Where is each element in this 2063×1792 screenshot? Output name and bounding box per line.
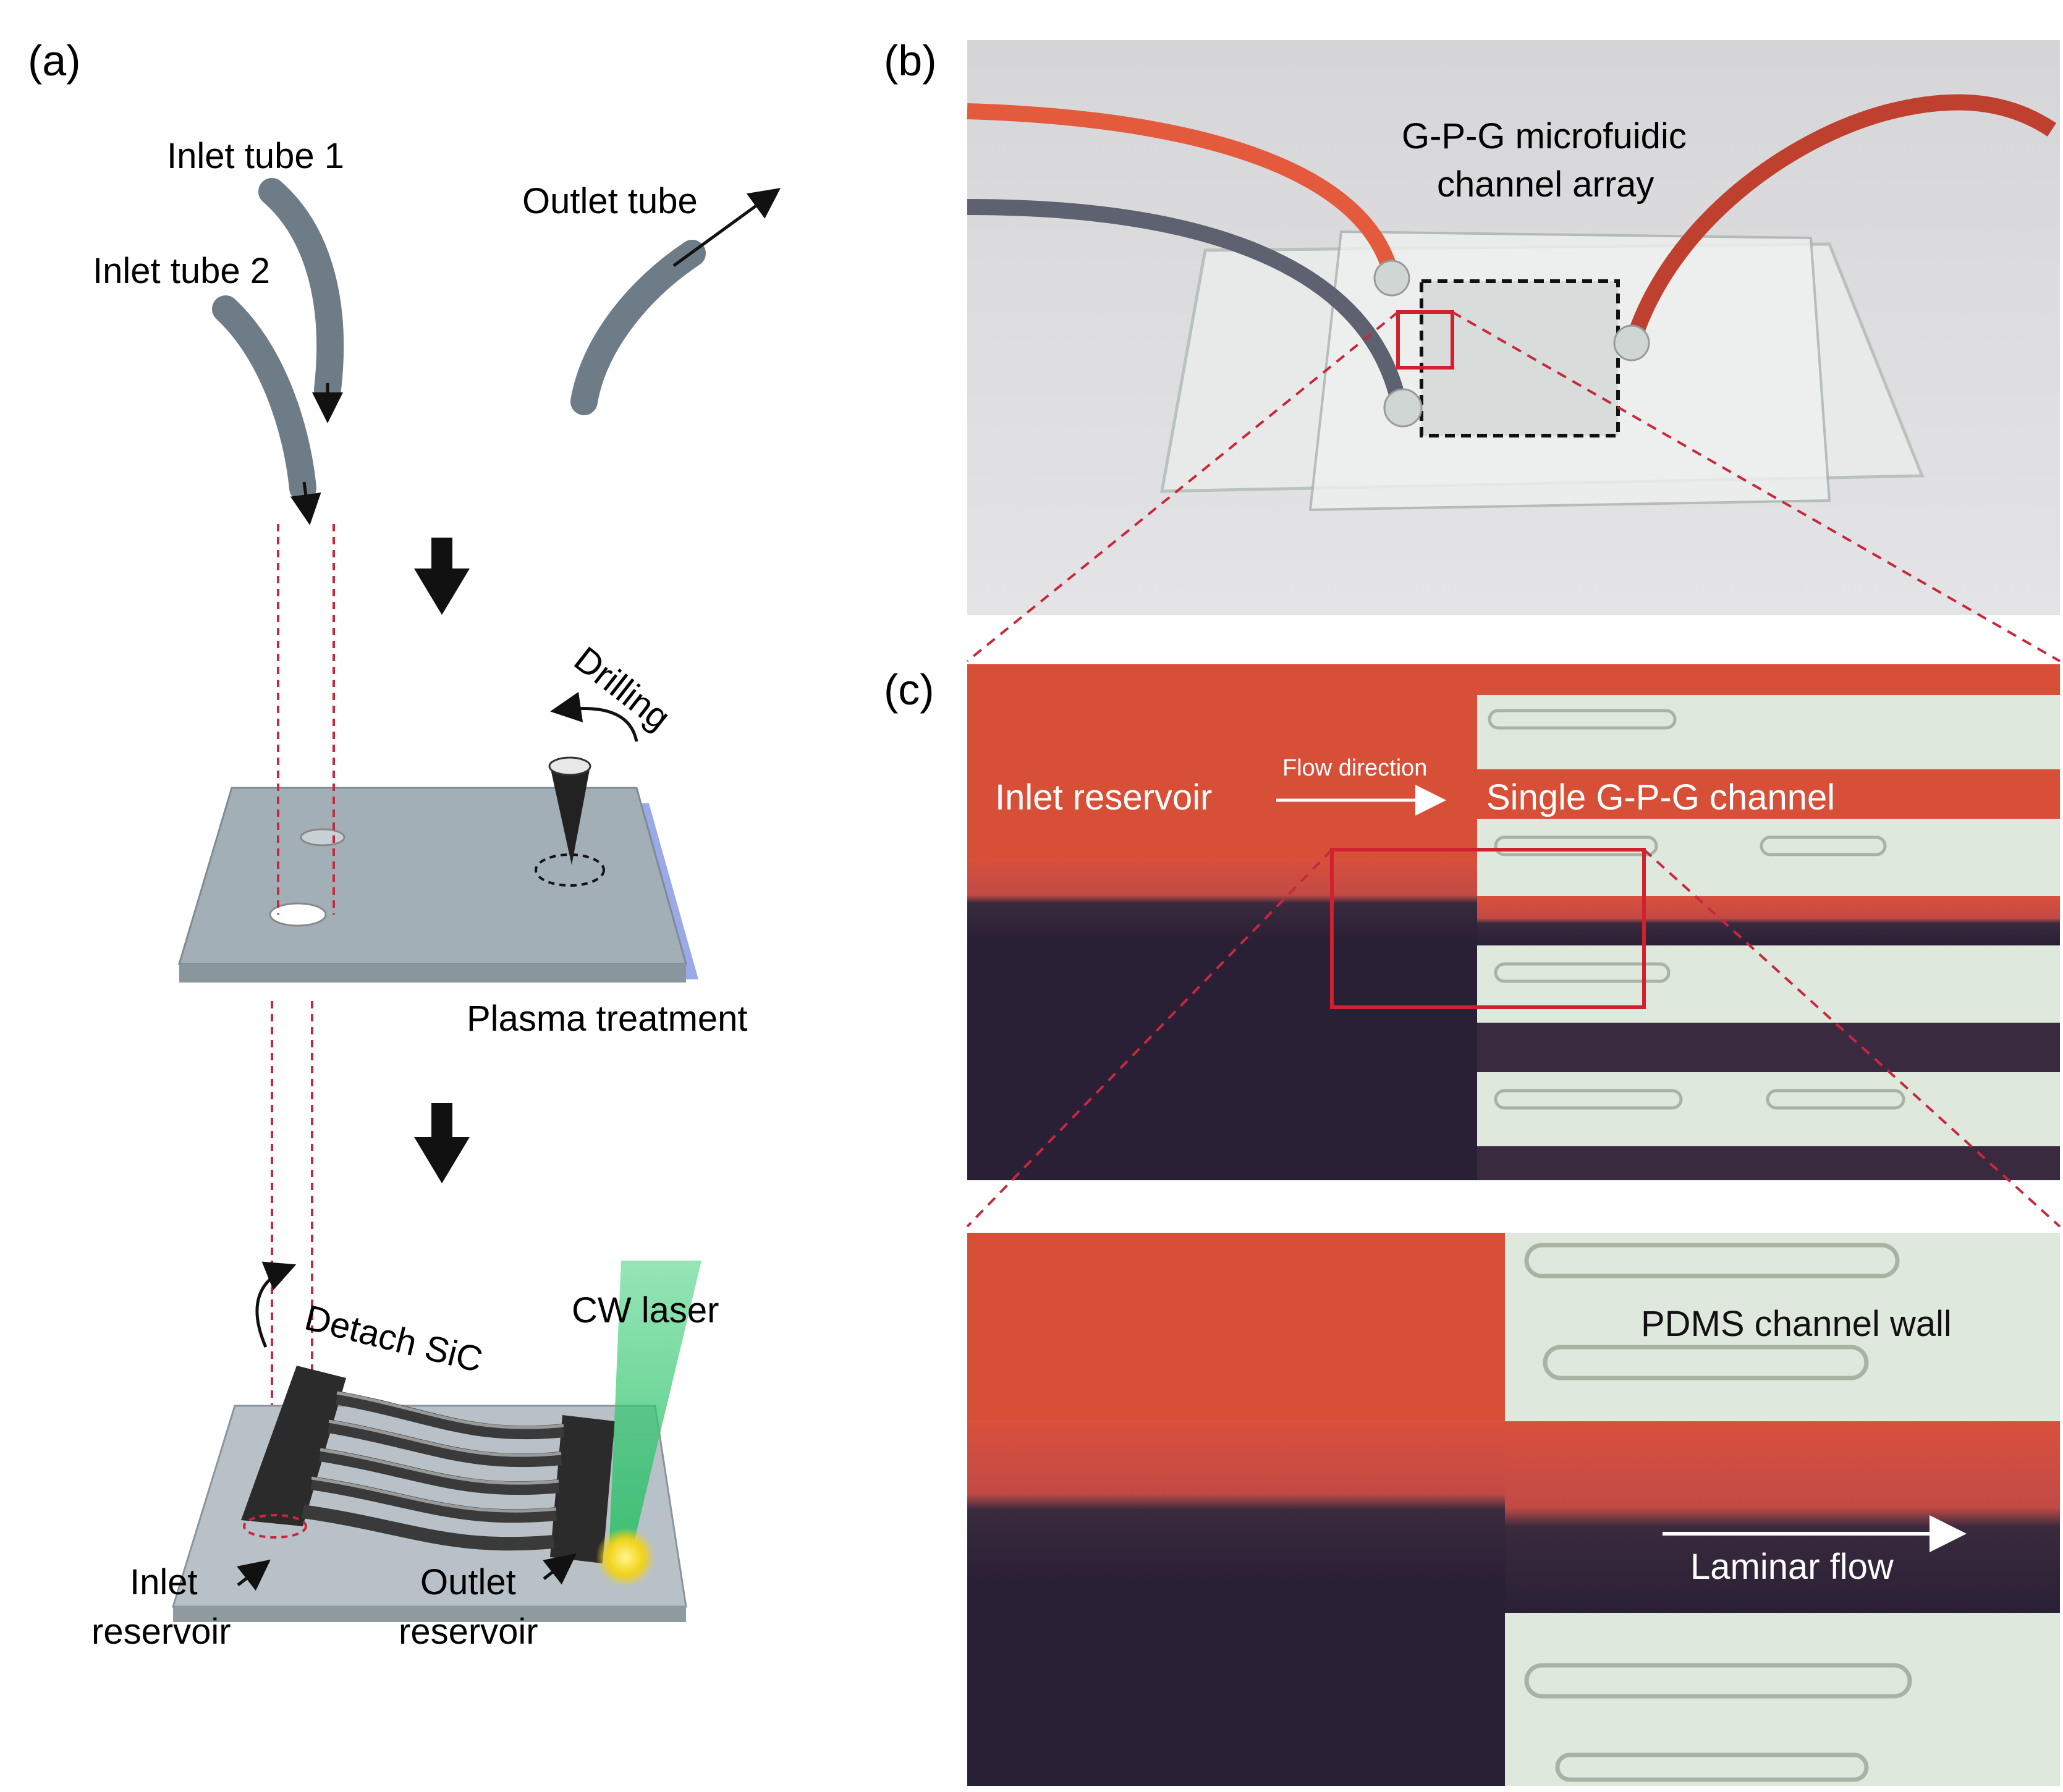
outlet-sic-block (550, 1415, 615, 1563)
inlet-port-2 (1383, 388, 1423, 428)
array-label-2: channel array (1437, 164, 1654, 205)
outlet-reservoir-label-2: reservoir (399, 1612, 538, 1652)
drill-bit-top (548, 756, 591, 776)
drill-rotation-arrow (550, 691, 638, 742)
panel-a: (a) Inlet tube 1 Inlet tube 2 Outlet tub… (28, 36, 781, 1652)
panel-a-label: (a) (28, 36, 81, 85)
inlet-tube-2-label: Inlet tube 2 (93, 251, 270, 291)
single-channel-label: Single G-P-G channel (1486, 777, 1835, 818)
zoom-lines-b-c (966, 311, 2061, 662)
zoom-lines-c-lower (966, 848, 2061, 1228)
outlet-reservoir-arrow (543, 1553, 577, 1585)
step-arrow-2 (414, 1103, 470, 1183)
inlet-tube-1 (258, 178, 344, 403)
lower-channel-laminar (1505, 1421, 2060, 1613)
outlet-arrow (672, 188, 781, 268)
lower-interface (967, 1421, 1505, 1582)
micrograph-upper: Inlet reservoir Flow direction Single G-… (967, 664, 2060, 1180)
inlet-tube-2 (212, 295, 316, 502)
channel-3-dark (1477, 1023, 2060, 1072)
channel-2-laminar (1477, 896, 2060, 945)
wall-texture (1488, 709, 1905, 1110)
inlet-reservoir-label-1: Inlet (130, 1562, 198, 1602)
panel-c: (c) Inlet reservoir Flow direction (884, 664, 2061, 1786)
zoom-box-c (1330, 848, 1646, 1009)
detach-arrow (255, 1261, 297, 1348)
channel-top-red (1477, 664, 2060, 695)
zoom-box-b (1396, 310, 1454, 370)
inlet-port-1 (1373, 260, 1410, 297)
outlet-reservoir-label-1: Outlet (420, 1562, 516, 1602)
detach-sic-label: Detach SiC (301, 1298, 486, 1380)
red-inlet-tube (967, 103, 1399, 274)
outlet-tube (570, 240, 706, 415)
laser-spot (596, 1528, 655, 1587)
inlet-reservoir-label: Inlet reservoir (995, 777, 1212, 818)
micrograph-lower: PDMS channel wall Laminar flow (967, 1233, 2060, 1786)
laminar-flow-label: Laminar flow (1690, 1547, 1894, 1587)
device-base-edge (173, 1607, 686, 1622)
inlet-sic-block (241, 1366, 346, 1526)
channel-1-red (1477, 769, 2060, 819)
pdms-slab (177, 787, 687, 965)
inlet-reservoir-label-2: reservoir (91, 1612, 231, 1652)
outlet-tube-label: Outlet tube (522, 181, 698, 221)
pdms-slab-edge (179, 964, 686, 983)
gpg-channel-highlights (311, 1391, 564, 1513)
inlet-reservoir-arrow (237, 1559, 271, 1591)
drill-bit (550, 766, 590, 865)
inlet-hole (269, 902, 327, 927)
flow-direction-label: Flow direction (1282, 755, 1427, 781)
dark-inlet-tube (967, 199, 1408, 410)
cw-laser-label: CW laser (572, 1290, 719, 1330)
step-arrow-1 (414, 538, 470, 615)
drilling-label: Drilling (567, 639, 678, 738)
lower-wall-texture (1524, 1243, 1912, 1782)
panel-b-label: (b) (884, 36, 937, 85)
cw-laser-beam (609, 1261, 701, 1557)
lower-red (967, 1233, 1505, 1443)
outlet-port (1613, 324, 1650, 361)
pdms-wall-label: PDMS channel wall (1641, 1304, 1952, 1344)
inlet-2-arrow (290, 481, 321, 525)
inlet-outline (243, 1514, 307, 1539)
panel-b: (b) G-P-G microfuidic channel array (884, 36, 2061, 662)
plasma-treatment-label: Plasma treatment (467, 999, 748, 1039)
reservoir-interface (967, 859, 1477, 939)
array-label-1: G-P-G microfuidic (1402, 116, 1687, 156)
channel-4-dark (1477, 1146, 2060, 1180)
panel-c-label: (c) (884, 666, 934, 714)
inlet-tube-1-label: Inlet tube 1 (167, 136, 344, 176)
drill-target (535, 853, 605, 887)
gpg-channels (302, 1391, 565, 1551)
red-outlet-tube (1624, 94, 2057, 349)
inlet-hole-2 (300, 828, 345, 847)
